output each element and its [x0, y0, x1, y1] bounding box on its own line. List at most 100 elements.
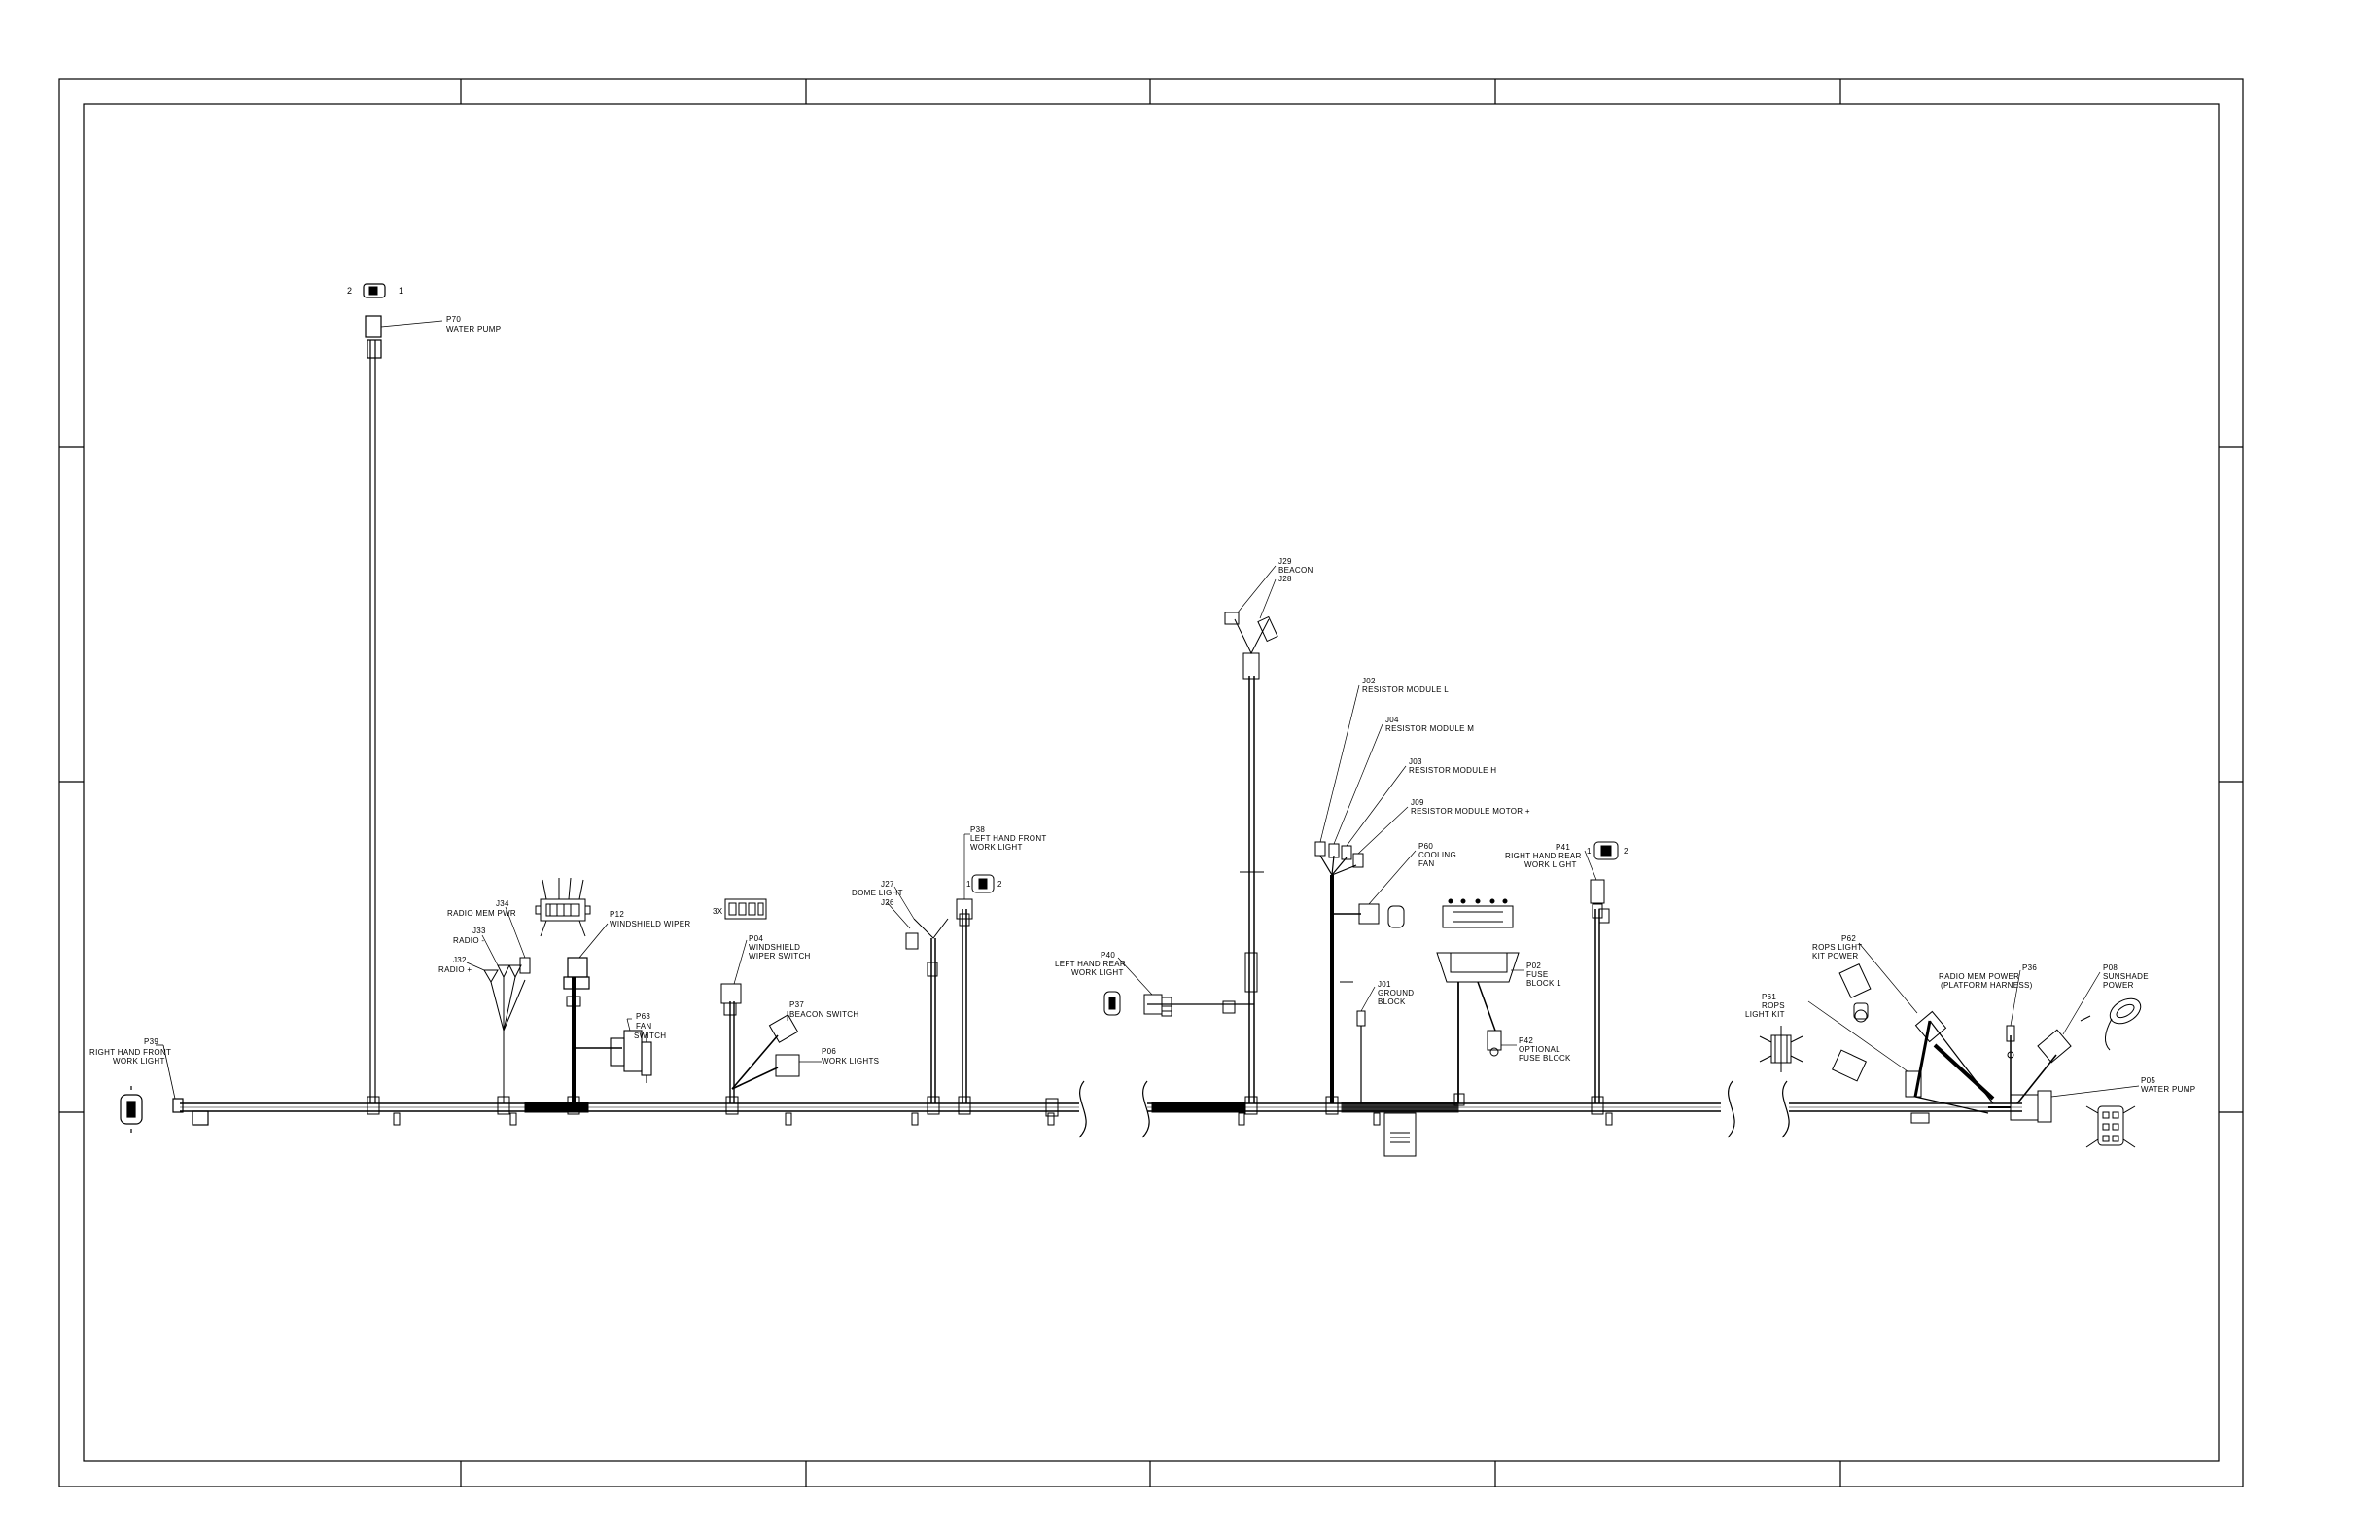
p42-label-2: FUSE BLOCK: [1519, 1054, 1571, 1063]
p41-pin-2: 2: [1624, 847, 1628, 856]
p38-label-1: LEFT HAND FRONT: [970, 834, 1047, 843]
j04-id: J04: [1385, 716, 1399, 724]
p37-id: P37: [789, 1000, 804, 1009]
p40-id: P40: [1101, 951, 1115, 960]
p08-branch: [2016, 971, 2142, 1104]
p41-pin-1: 1: [1587, 847, 1592, 856]
p02-fuse-block: [1436, 898, 1524, 1106]
p39-label-2: WORK LIGHT: [113, 1057, 165, 1066]
p62-label-1: ROPS LIGHT: [1812, 943, 1862, 952]
p06-label: WORK LIGHTS: [822, 1057, 879, 1066]
p70-id: P70: [446, 315, 461, 324]
p39-connector: [120, 1044, 209, 1133]
p38-id: P38: [970, 825, 985, 834]
p39-label-1: RIGHT HAND FRONT: [89, 1048, 171, 1057]
p60-label-1: COOLING: [1418, 851, 1456, 859]
p08-label-2: POWER: [2103, 981, 2134, 990]
main-trunk: [180, 1080, 2022, 1157]
j27-id: J27: [881, 880, 894, 889]
p05-connector: [1988, 1085, 2140, 1148]
p63-label-1: FAN: [636, 1022, 651, 1031]
radio-breakout: [466, 906, 531, 1115]
p08-id: P08: [2103, 963, 2118, 972]
resistor-module-branch: [1314, 684, 1417, 1115]
p38-label-2: WORK LIGHT: [970, 843, 1023, 852]
j26-id: J26: [881, 898, 894, 907]
p38-branch: [956, 833, 995, 1115]
p41-label-1: RIGHT HAND REAR: [1505, 852, 1582, 860]
j01-label-1: GROUND: [1378, 989, 1414, 998]
p04-switch-branch: [720, 898, 822, 1115]
j34-id: J34: [496, 899, 509, 908]
p38-pin-1: 1: [966, 880, 971, 889]
p62-label-2: KIT POWER: [1812, 952, 1858, 961]
wiper-connector-inset: [535, 877, 591, 937]
dome-light-branch: [886, 886, 949, 1115]
p38-pin-2: 2: [998, 880, 1002, 889]
p61-label-2: LIGHT KIT: [1745, 1010, 1785, 1019]
p08-label-1: SUNSHADE: [2103, 972, 2149, 981]
j32-id: J32: [453, 956, 467, 964]
j01-ground-block: [1356, 986, 1376, 1103]
j04-label: RESISTOR MODULE M: [1385, 724, 1474, 733]
p63-fan-switch: [610, 1018, 652, 1083]
j32-label: RADIO +: [438, 965, 472, 974]
p61-label-1: ROPS: [1762, 1001, 1785, 1010]
j33-id: J33: [472, 927, 486, 935]
p04-label-2: WIPER SWITCH: [749, 952, 811, 961]
p04-id: P04: [749, 934, 763, 943]
p70-branch: [363, 283, 443, 1115]
p60-label-2: FAN: [1418, 859, 1434, 868]
p06-id: P06: [822, 1047, 836, 1056]
p02-label-2: BLOCK 1: [1526, 979, 1561, 988]
p60-id: P60: [1418, 842, 1433, 851]
p40-branch: [1103, 957, 1254, 1017]
p12-label: WINDSHIELD WIPER: [610, 920, 690, 928]
p04-label-1: WINDSHIELD: [749, 943, 800, 952]
p36-branch: [2006, 969, 2021, 1103]
drawing-frame: [58, 78, 2244, 1488]
j33-label: RADIO -: [453, 936, 484, 945]
p40-label-2: WORK LIGHT: [1071, 968, 1124, 977]
p70-label: WATER PUMP: [446, 325, 501, 333]
p02-label-1: FUSE: [1526, 970, 1549, 979]
p42-id: P42: [1519, 1036, 1533, 1045]
j09-id: J09: [1411, 798, 1424, 807]
p63-label-2: SWITCH: [634, 1032, 666, 1040]
j27-label: DOME LIGHT: [852, 889, 903, 897]
p61-id: P61: [1762, 993, 1776, 1001]
p42-label-1: OPTIONAL: [1519, 1045, 1560, 1054]
p62-id: P62: [1841, 934, 1856, 943]
p37-label: BEACON SWITCH: [789, 1010, 858, 1019]
j34-label: RADIO MEM PWR: [447, 909, 516, 918]
beacon-branch: [1224, 565, 1278, 1115]
p70-pin-1: 1: [399, 286, 403, 296]
p40-label-1: LEFT HAND REAR: [1055, 960, 1126, 968]
p05-id: P05: [2141, 1076, 2155, 1085]
j01-id: J01: [1378, 980, 1391, 989]
j03-label: RESISTOR MODULE H: [1409, 766, 1496, 775]
p39-id: P39: [144, 1037, 158, 1046]
p36-label-2: (PLATFORM HARNESS): [1941, 981, 2033, 990]
p36-label-1: RADIO MEM POWER: [1939, 972, 2019, 981]
p36-id: P36: [2022, 963, 2037, 972]
j28-id: J28: [1278, 575, 1292, 583]
p41-id: P41: [1556, 843, 1570, 852]
j02-label: RESISTOR MODULE L: [1362, 685, 1449, 694]
j02-id: J02: [1362, 677, 1376, 685]
j03-id: J03: [1409, 757, 1422, 766]
j09-label: RESISTOR MODULE MOTOR +: [1411, 807, 1530, 816]
p70-pin-2: 2: [347, 286, 352, 296]
j29-label: BEACON: [1278, 566, 1313, 575]
qty-3x: 3X: [713, 907, 723, 916]
j01-label-2: BLOCK: [1378, 998, 1406, 1006]
p05-label: WATER PUMP: [2141, 1085, 2195, 1094]
p12-id: P12: [610, 910, 624, 919]
p63-id: P63: [636, 1012, 650, 1021]
p41-branch: [1584, 841, 1619, 1115]
p41-label-2: WORK LIGHT: [1524, 860, 1577, 869]
j29-id: J29: [1278, 557, 1292, 566]
p02-id: P02: [1526, 962, 1541, 970]
p12-branch: [563, 923, 622, 1115]
